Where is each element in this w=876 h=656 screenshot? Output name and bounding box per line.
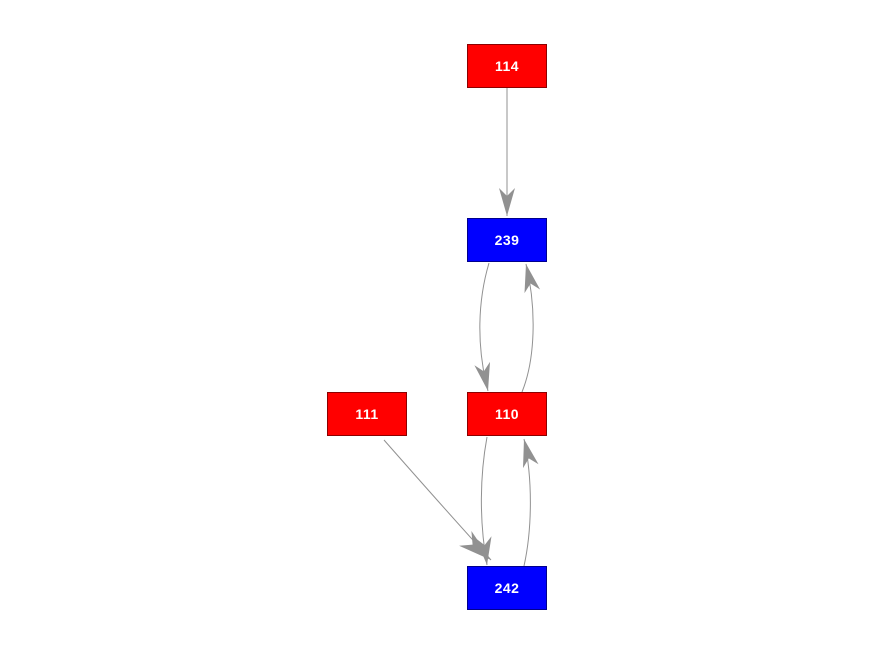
arrowhead-110-to-239 [524,264,541,294]
graph-node-114[interactable]: 114 [467,44,547,88]
graph-node-239[interactable]: 239 [467,218,547,262]
graph-node-111[interactable]: 111 [327,392,407,436]
node-label: 111 [355,406,379,422]
graph-node-242[interactable]: 242 [467,566,547,610]
arrowhead-111-to-242 [459,531,491,560]
node-label: 114 [494,58,520,74]
node-label: 242 [494,580,520,596]
arrowhead-114-to-239 [499,188,515,216]
node-label: 110 [494,406,520,422]
arrowhead-242-to-110 [523,439,539,469]
node-label: 239 [494,232,520,248]
arrowhead-239-to-110 [474,361,490,391]
graph-node-110[interactable]: 110 [467,392,547,436]
